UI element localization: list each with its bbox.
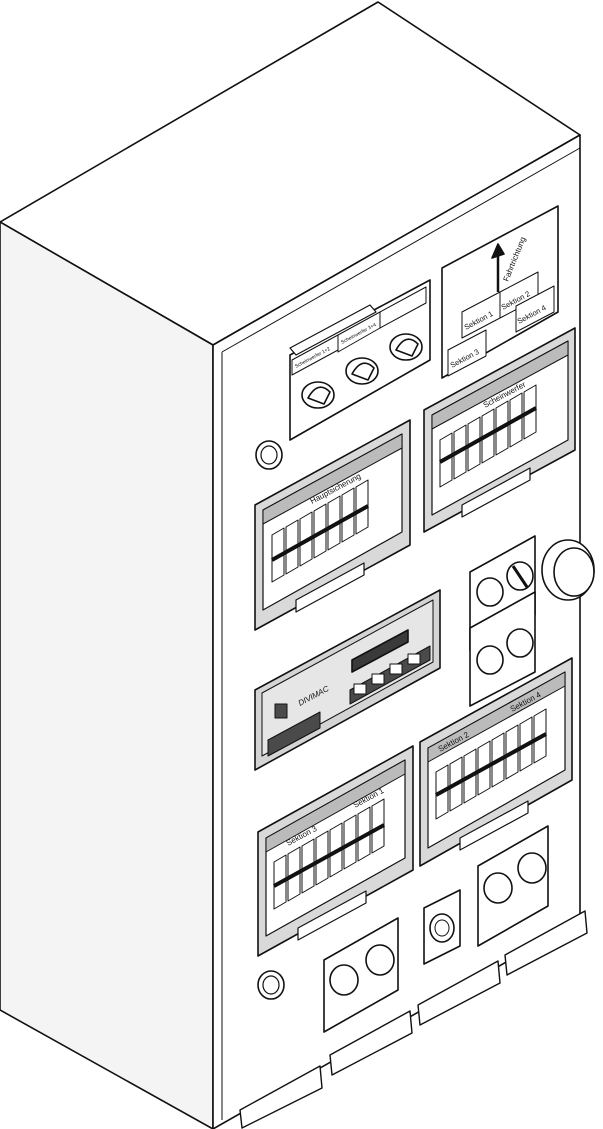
indicator-lamp-lower [257, 970, 285, 1000]
pushbutton-6[interactable] [329, 964, 359, 996]
pushbutton-5[interactable] [517, 852, 547, 884]
socket-outlet[interactable] [423, 889, 461, 965]
controller-power-button[interactable] [407, 653, 421, 665]
breaker-panel-main: Hauptsicherung [254, 419, 411, 631]
rotary-knob-1[interactable] [301, 381, 335, 409]
rotary-switch-group: Scheinwerfer 1+2 Scheinwerfer 3+4 [289, 279, 431, 441]
pushbutton-4[interactable] [483, 872, 513, 904]
pushbutton-group-bottom-right [477, 825, 549, 947]
section-diagram: Fahrtrichtung Sektion 1 Sektion 2 Sektio… [441, 205, 559, 379]
cabinet-side [0, 221, 214, 1129]
pushbutton-group-bottom-left [323, 917, 399, 1033]
emergency-stop-button[interactable] [541, 539, 595, 601]
selector-switch[interactable] [506, 561, 534, 591]
indicator-lamp-upper [255, 440, 283, 470]
controller-unit: DIVIMAC [254, 589, 441, 771]
controller-plus-button[interactable] [353, 683, 367, 695]
controller-enter-button[interactable] [389, 663, 403, 675]
rotary-knob-2[interactable] [345, 357, 379, 385]
cable-glands [239, 910, 588, 1129]
controller-minus-button[interactable] [371, 673, 385, 685]
pushbutton-2[interactable] [476, 645, 504, 675]
breaker-panel-sections-3-1: Sektion 3 Sektion 1 [257, 745, 414, 957]
pushbutton-7[interactable] [365, 944, 395, 976]
breaker-panel-sections-2-4: Sektion 2 Sektion 4 [419, 657, 573, 867]
rotary-knob-3[interactable] [389, 333, 423, 361]
pushbutton-group-mid [469, 535, 595, 707]
breaker-panel-lights: Scheinwerfer [423, 327, 576, 533]
pushbutton-3[interactable] [506, 628, 534, 658]
pushbutton-1[interactable] [476, 577, 504, 607]
